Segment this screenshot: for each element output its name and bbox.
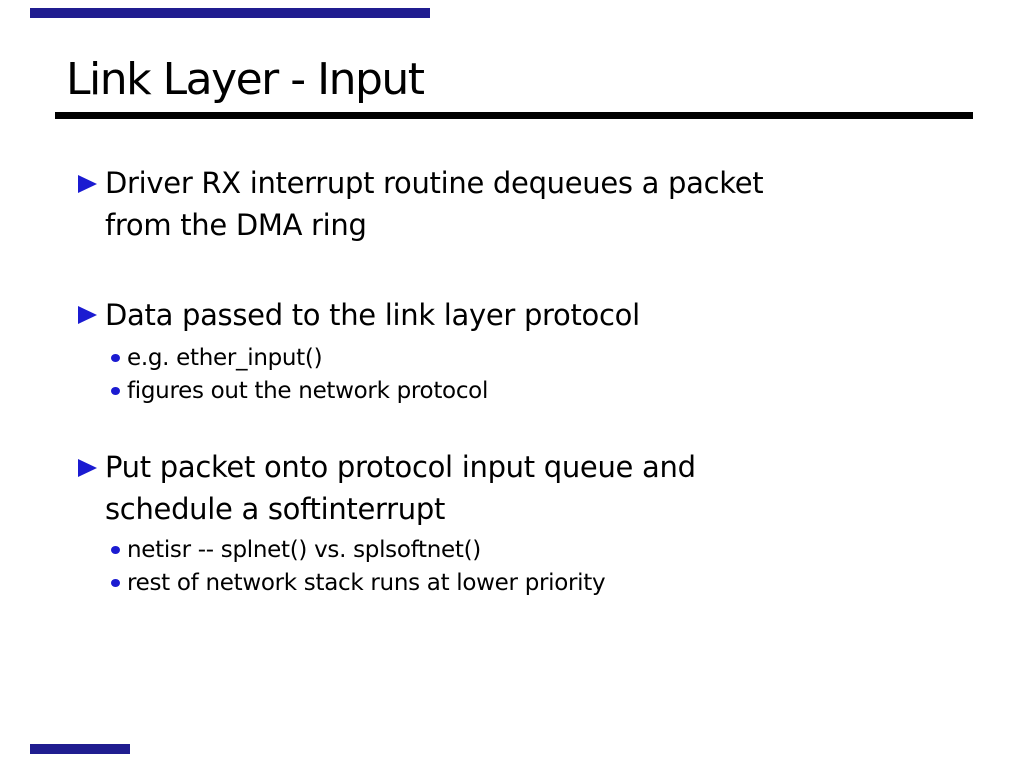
bullet-line: schedule a softinterrupt bbox=[105, 492, 446, 526]
sub-bullet-item: figures out the network protocol bbox=[111, 374, 488, 407]
sub-bullet-dot-icon bbox=[111, 545, 120, 554]
sub-bullet-list: e.g. ether_input() figures out the netwo… bbox=[111, 341, 488, 407]
sub-bullet-list: netisr -- splnet() vs. splsoftnet() rest… bbox=[111, 533, 606, 599]
bullet-triangle-icon bbox=[78, 459, 97, 477]
bullet-line: Driver RX interrupt routine dequeues a p… bbox=[105, 166, 764, 200]
sub-bullet-item: e.g. ether_input() bbox=[111, 341, 488, 374]
bullet-triangle-icon bbox=[78, 306, 97, 324]
sub-bullet-item: netisr -- splnet() vs. splsoftnet() bbox=[111, 533, 605, 566]
sub-bullet-dot-icon bbox=[111, 386, 120, 395]
bullet-item: Put packet onto protocol input queue and… bbox=[105, 446, 696, 530]
bullet-line: Data passed to the link layer protocol bbox=[105, 298, 640, 332]
sub-bullet-item: rest of network stack runs at lower prio… bbox=[111, 566, 606, 599]
bullet-item: Driver RX interrupt routine dequeues a p… bbox=[105, 162, 764, 246]
top-accent-bar bbox=[30, 8, 430, 18]
title-underline bbox=[55, 112, 973, 119]
bullet-item: Data passed to the link layer protocol bbox=[105, 294, 640, 336]
bullet-line: from the DMA ring bbox=[105, 208, 367, 242]
sub-bullet-text: e.g. ether_input() bbox=[127, 344, 323, 371]
sub-bullet-text: netisr -- splnet() vs. splsoftnet() bbox=[127, 536, 481, 563]
page-title: Link Layer - Input bbox=[66, 54, 425, 105]
sub-bullet-text: figures out the network protocol bbox=[127, 377, 489, 404]
sub-bullet-dot-icon bbox=[111, 578, 120, 587]
bullet-triangle-icon bbox=[78, 175, 97, 193]
sub-bullet-text: rest of network stack runs at lower prio… bbox=[127, 569, 606, 596]
bullet-line: Put packet onto protocol input queue and bbox=[105, 450, 696, 484]
sub-bullet-dot-icon bbox=[111, 353, 120, 362]
bottom-accent-bar bbox=[30, 744, 130, 754]
